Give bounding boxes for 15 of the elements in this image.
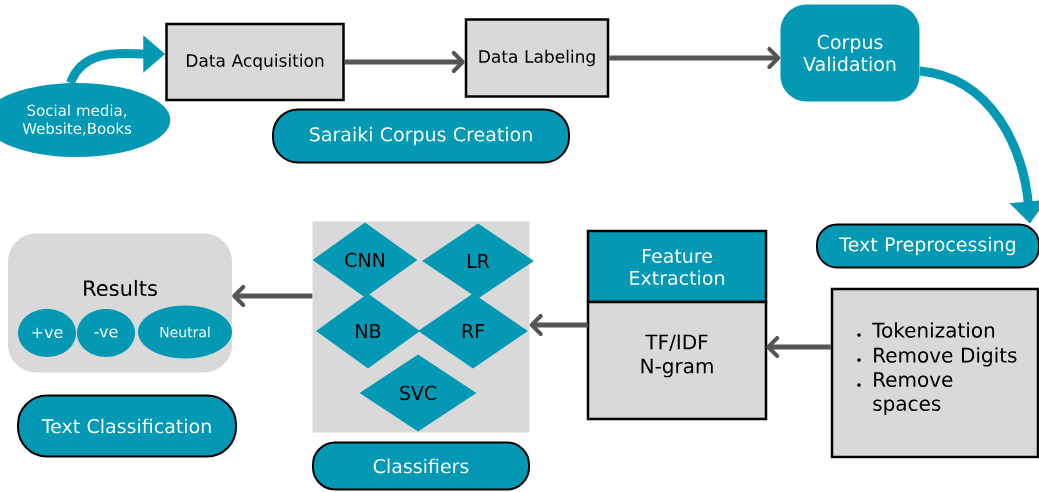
node-label: Feature Extraction: [630, 248, 724, 286]
arrow: [232, 285, 313, 307]
arrow: [766, 336, 831, 358]
arrow: [609, 47, 781, 69]
stage-label: Text Classification: [17, 394, 237, 458]
stage-label: Classifiers: [312, 441, 530, 491]
arrow: [529, 314, 588, 336]
stage-box: Corpus Validation: [780, 4, 920, 102]
arrow: [344, 51, 465, 73]
process-box: Data Labeling: [464, 18, 610, 98]
stage-label: Saraiki Corpus Creation: [272, 108, 570, 164]
feature-box: Feature Extraction TF/IDF N-gram: [586, 229, 768, 421]
preprocessing-box: Tokenization Remove Digits Remove spaces: [830, 287, 1039, 459]
process-box: Data Acquisition: [165, 22, 345, 102]
stage-label: Text Preprocessing: [816, 223, 1039, 269]
